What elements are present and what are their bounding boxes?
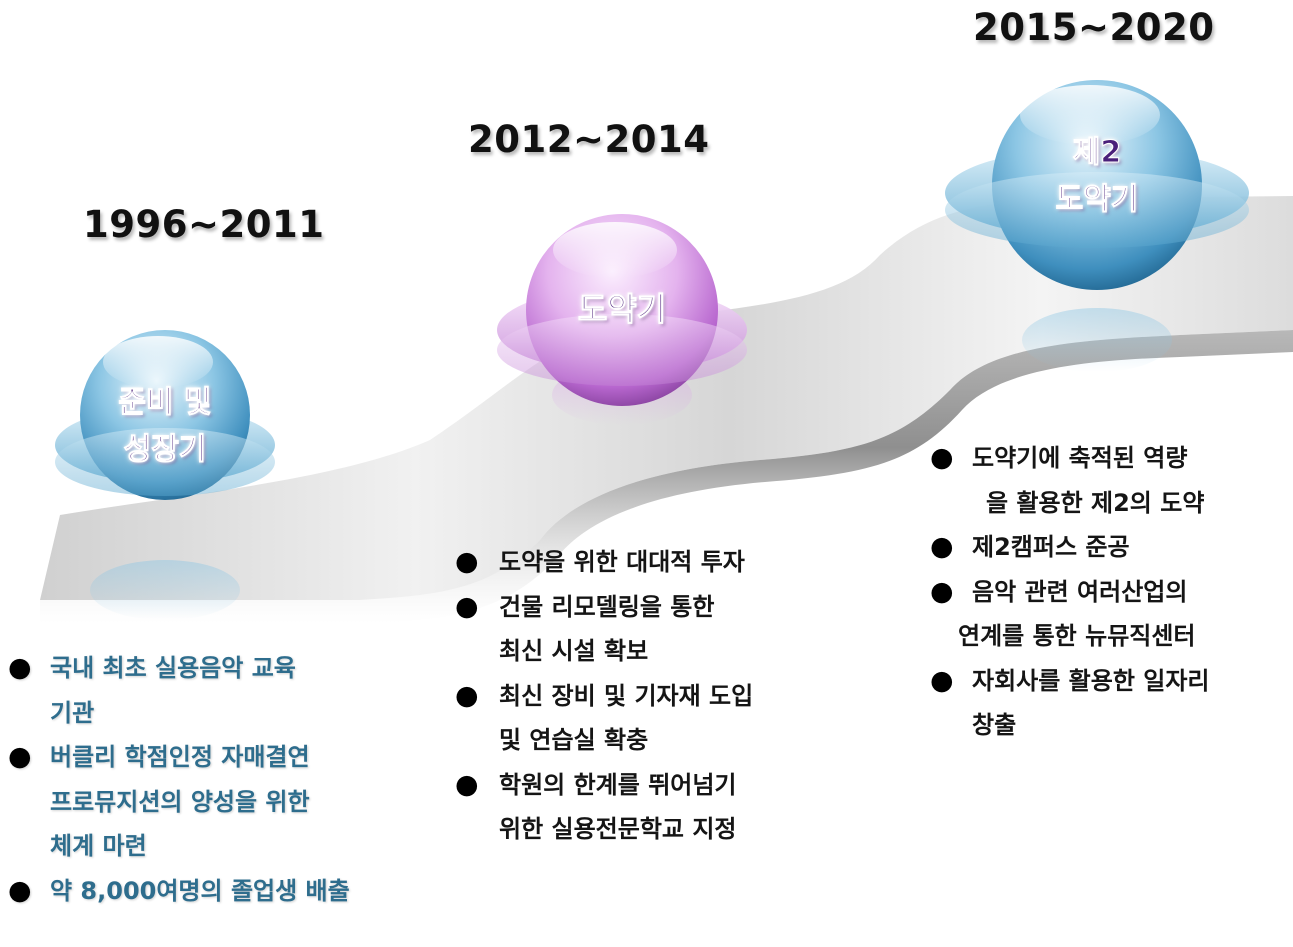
list-item-line: 버클리 학점인정 자매결연 <box>50 743 310 771</box>
list-item: ● 음악 관련 여러산업의 연계를 통한 뉴뮤직센터 <box>930 570 1210 659</box>
list-item-line: 체계 마련 <box>50 832 147 860</box>
list-item-line: 도약을 위한 대대적 투자 <box>499 548 745 576</box>
list-item: ● 학원의 한계를 뛰어넘기 위한 실용전문학교 지정 <box>455 763 753 852</box>
sphere-stage-2 <box>497 214 747 425</box>
bullet-icon: ● <box>455 768 479 800</box>
list-item-line: 제2캠퍼스 준공 <box>972 533 1130 561</box>
stage-1-list: ● 국내 최초 실용음악 교육 기관 ● 버클리 학점인정 자매결연 프로뮤지션… <box>8 646 350 913</box>
sphere-label-stage-2: 도약기 <box>560 285 684 335</box>
sphere-stage-1 <box>55 330 275 620</box>
list-item: ● 최신 장비 및 기자재 도입 및 연습실 확충 <box>455 674 753 763</box>
bullet-icon: ● <box>8 874 32 906</box>
list-item: ● 자회사를 활용한 일자리 창출 <box>930 659 1210 748</box>
list-item: ● 약 8,000여명의 졸업생 배출 <box>8 869 350 914</box>
bullet-icon: ● <box>930 664 954 696</box>
list-item-line: 위한 실용전문학교 지정 <box>499 815 737 843</box>
list-item-line: 창출 <box>972 711 1017 739</box>
sphere-label-line: 도약기 <box>577 290 667 329</box>
list-item-line: 도약기에 축적된 역량 <box>972 444 1188 472</box>
list-item-line: 최신 장비 및 기자재 도입 <box>499 681 754 710</box>
sphere-label-stage-1: 준비 및 성장기 <box>100 380 230 473</box>
sphere-label-line: 준비 및 <box>118 385 212 421</box>
list-item: ● 버클리 학점인정 자매결연 프로뮤지션의 양성을 위한 체계 마련 <box>8 735 350 869</box>
list-item: ● 제2캠퍼스 준공 <box>930 525 1210 570</box>
list-item-line: 프로뮤지션의 양성을 위한 <box>50 787 310 816</box>
list-item-line: 을 활용한 제2의 도약 <box>986 488 1205 517</box>
sphere-label-line: 도약기 <box>1055 181 1139 217</box>
sphere-stage-3 <box>945 80 1249 372</box>
ramp-front-edge <box>40 330 1293 624</box>
list-item-line: 학원의 한계를 뛰어넘기 <box>499 770 737 799</box>
list-item-line: 건물 리모델링을 통한 <box>499 592 715 621</box>
sphere-label-stage-3: 제2 도약기 <box>1030 130 1164 223</box>
bullet-icon: ● <box>930 531 954 562</box>
list-item: ● 국내 최초 실용음악 교육 기관 <box>8 646 350 735</box>
list-item-line: 최신 시설 확보 <box>499 637 649 665</box>
period-stage-3: 2015~2020 <box>973 6 1215 49</box>
stage-3-list: ● 도약기에 축적된 역량 을 활용한 제2의 도약 ● 제2캠퍼스 준공 ● … <box>930 436 1210 748</box>
list-item-line: 자회사를 활용한 일자리 <box>972 666 1210 695</box>
list-item: ● 도약기에 축적된 역량 을 활용한 제2의 도약 <box>930 436 1210 525</box>
sphere-label-line: 제2 <box>1072 135 1122 171</box>
bullet-icon: ● <box>8 652 32 683</box>
stage-2-list: ● 도약을 위한 대대적 투자 ● 건물 리모델링을 통한 최신 시설 확보 ●… <box>455 540 753 852</box>
list-item-line: 약 8,000여명의 졸업생 배출 <box>50 876 350 905</box>
list-item-line: 기관 <box>50 698 95 727</box>
list-item-line: 연계를 통한 뉴뮤직센터 <box>958 622 1196 650</box>
period-stage-1: 1996~2011 <box>83 203 325 246</box>
list-item: ● 도약을 위한 대대적 투자 <box>455 540 753 585</box>
sphere-label-line: 성장기 <box>123 431 207 467</box>
bullet-icon: ● <box>930 442 954 473</box>
list-item-line: 국내 최초 실용음악 교육 <box>50 654 296 682</box>
bullet-icon: ● <box>455 546 479 577</box>
list-item-line: 음악 관련 여러산업의 <box>972 577 1188 606</box>
list-item: ● 건물 리모델링을 통한 최신 시설 확보 <box>455 585 753 674</box>
bullet-icon: ● <box>930 575 954 607</box>
period-stage-2: 2012~2014 <box>468 118 710 161</box>
bullet-icon: ● <box>455 679 479 711</box>
bullet-icon: ● <box>455 590 479 622</box>
list-item-line: 및 연습실 확충 <box>499 726 649 754</box>
bullet-icon: ● <box>8 741 32 772</box>
